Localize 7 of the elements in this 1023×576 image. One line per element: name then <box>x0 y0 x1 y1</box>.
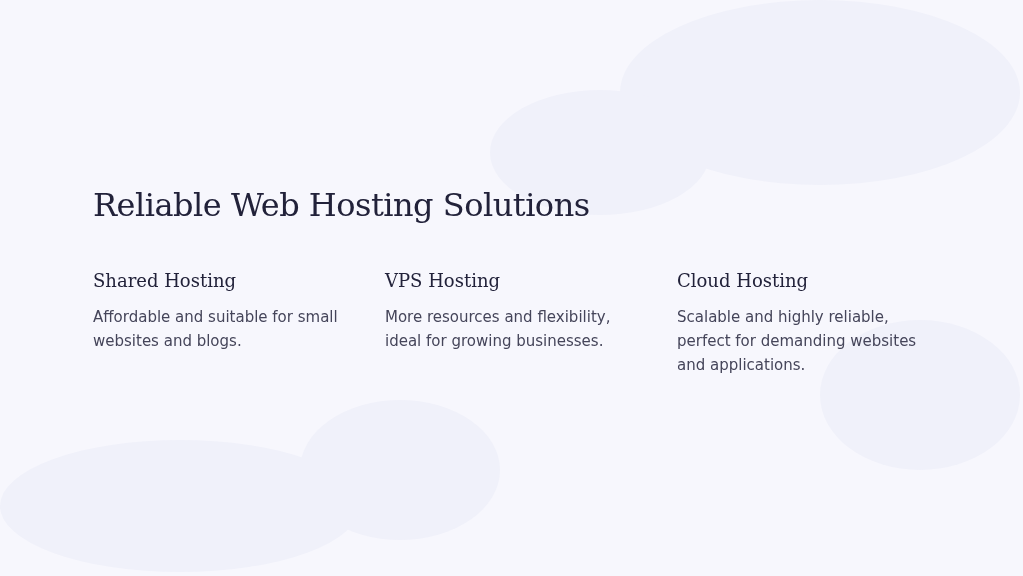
column-heading: VPS Hosting <box>385 270 502 291</box>
column-description: More resources and flexibility, ideal for growing businesses. <box>385 307 612 352</box>
column-description: Affordable and suitable for small websites and blogs. <box>93 307 339 352</box>
column-heading: Shared Hosting <box>93 270 238 291</box>
slide-title: Reliable Web Hosting Solutions <box>93 186 590 224</box>
column-description: Scalable and highly reliable, perfect for demanding websites and applications. <box>677 307 918 376</box>
column-heading: Cloud Hosting <box>677 270 810 291</box>
